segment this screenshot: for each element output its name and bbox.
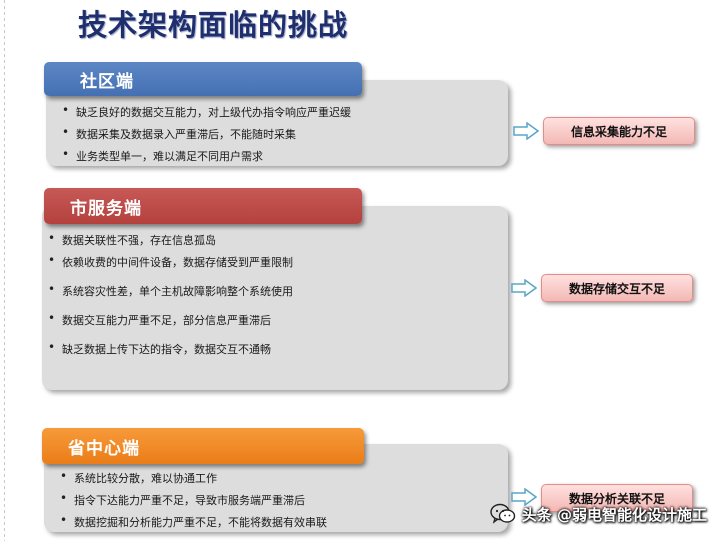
section-header: 社区端: [44, 62, 362, 96]
section-header: 省中心端: [42, 428, 364, 464]
result-box: 数据分析关联不足: [541, 484, 693, 512]
section-header-label: 市服务端: [70, 198, 142, 219]
section-header-label: 社区端: [80, 71, 134, 92]
result-box: 信息采集能力不足: [543, 117, 695, 145]
result-box: 数据存储交互不足: [541, 274, 693, 302]
bullet-item: 依赖收费的中间件设备，数据存储受到严重限制: [48, 253, 293, 270]
bullet-item: 系统容灾性差，单个主机故障影响整个系统使用: [48, 282, 293, 299]
bullet-item: 缺乏良好的数据交互能力，对上级代办指令响应严重迟缓: [62, 103, 351, 120]
bullet-item: 数据采集及数据录入严重滞后，不能随时采集: [62, 125, 296, 142]
bullet-item: 数据交互能力严重不足，部分信息严重滞后: [48, 311, 271, 328]
page-title: 技术架构面临的挑战: [78, 8, 349, 42]
bullet-item: 数据关联性不强，存在信息孤岛: [48, 231, 216, 248]
bullet-item: 业务类型单一，难以满足不同用户需求: [62, 147, 263, 164]
bullet-item: 缺乏数据上传下达的指令，数据交互不通畅: [48, 340, 271, 357]
bullet-item: 数据挖掘和分析能力严重不足，不能将数据有效串联: [60, 513, 327, 530]
right-arrow-icon: [511, 488, 537, 506]
watermark: 头条 @弱电智能化设计施工: [490, 503, 707, 525]
section-header-label: 省中心端: [68, 438, 140, 459]
section-panel: 数据关联性不强，存在信息孤岛 依赖收费的中间件设备，数据存储受到严重限制 系统容…: [42, 206, 508, 390]
wechat-icon: [490, 503, 515, 524]
right-arrow-icon: [511, 279, 537, 297]
left-dashed-rule: [4, 0, 5, 541]
right-arrow-icon: [513, 122, 539, 140]
watermark-text: 头条 @弱电智能化设计施工: [521, 505, 707, 524]
bullet-item: 系统比较分散，难以协通工作: [60, 469, 217, 486]
bullet-item: 指令下达能力严重不足，导致市服务端严重滞后: [60, 491, 305, 508]
section-header: 市服务端: [44, 188, 362, 224]
